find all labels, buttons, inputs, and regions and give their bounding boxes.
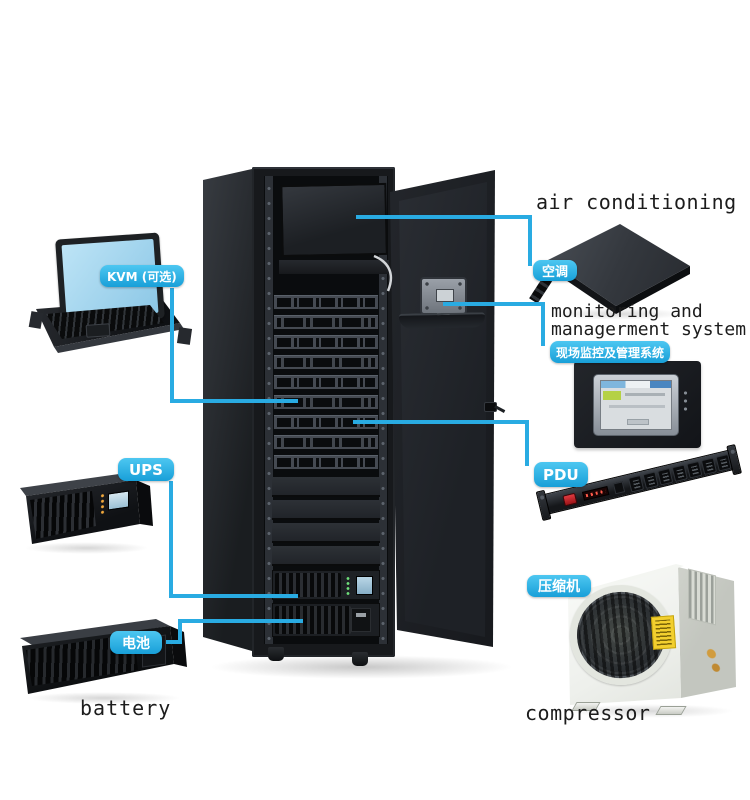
touchscreen-device: [574, 361, 701, 448]
battery-device: [16, 612, 201, 707]
compressor-foot: [655, 706, 687, 715]
door-handle: [484, 402, 497, 412]
pdu-outlet: [700, 457, 718, 476]
door-monitor-device: [420, 277, 467, 323]
rack-server-row: [274, 415, 378, 429]
ups-shadow: [24, 542, 149, 554]
rack-ups-leds: [345, 576, 351, 596]
touchscreen-dialog-button: [627, 419, 649, 425]
pdu-label: PDU: [534, 462, 588, 487]
rack-blank-panel: [272, 500, 380, 520]
battery-shadow: [26, 692, 181, 704]
kvm-mount-ear-right: [176, 327, 193, 345]
battery-caption: battery: [80, 696, 172, 720]
rack-server-row: [274, 455, 378, 469]
pdu-outlet: [686, 460, 703, 479]
server-rack: [195, 163, 525, 683]
rack-server-row: [274, 315, 378, 329]
door-monitor-screen: [436, 289, 454, 302]
rack-foot: [352, 652, 368, 666]
rack-battery-panel: [351, 608, 371, 632]
touchscreen-content-line: [609, 405, 665, 408]
pdu-breaker: [612, 481, 626, 495]
compressor-side-vents: [688, 568, 716, 626]
rack-interior: [264, 176, 389, 644]
pdu-outlet: [627, 474, 645, 493]
kvm-label: KVM (可选): [100, 265, 184, 287]
pdu-mount-ear-right: [726, 444, 743, 476]
monitoring-caption-line2: managerment system: [551, 319, 747, 340]
compressor-label-cn: 压缩机: [527, 575, 591, 597]
rack-server-row: [274, 395, 378, 409]
rack-ac-unit-base: [279, 260, 389, 274]
touchscreen-side-keys: [683, 389, 688, 415]
pdu-outlet: [657, 467, 674, 486]
rack-blank-panel: [272, 523, 380, 543]
rack-server-row: [274, 295, 378, 309]
monitoring-caption: monitoring and managerment system: [551, 303, 746, 339]
touchscreen-screen: [600, 380, 672, 430]
door-tray: [398, 312, 486, 329]
ups-device: [16, 466, 161, 558]
ups-label: UPS: [118, 458, 174, 481]
pdu-outlet: [642, 471, 659, 490]
pdu-power-switch: [562, 492, 578, 507]
rack-side-panel: [203, 169, 252, 651]
touchscreen-content-line: [625, 393, 665, 396]
touchscreen-frame: [593, 374, 679, 436]
rack-ups-lcd: [356, 576, 373, 595]
rack-blank-panel: [272, 477, 380, 497]
compressor-pipe-fittings: [706, 646, 724, 676]
ups-lcd: [108, 490, 129, 511]
kvm-mount-ear-left: [28, 311, 44, 329]
air-conditioner-shadow: [550, 308, 685, 320]
ups-leds: [100, 492, 105, 516]
rack-server-row: [274, 375, 378, 389]
rack-ups-unit: [272, 570, 380, 600]
pdu-mount-ear-left: [535, 489, 552, 522]
air-conditioning-label-cn: 空调: [533, 260, 578, 281]
air-conditioning-caption: air conditioning: [536, 190, 737, 214]
rack-foot: [268, 647, 284, 661]
rack-server-row: [274, 435, 378, 449]
rack-server-row: [274, 355, 378, 369]
rack-rail-right: [379, 176, 387, 644]
compressor-caption: compressor: [525, 701, 651, 725]
pdu-digital-display: [581, 485, 610, 501]
compressor-warning-sticker: [650, 615, 677, 650]
kvm-console: [28, 232, 196, 358]
rack-server-row: [274, 335, 378, 349]
touchscreen-titlebar: [601, 381, 671, 388]
ups-side-face: [136, 480, 153, 526]
rack-blank-panel: [272, 546, 380, 566]
monitoring-label-cn: 现场监控及管理系统: [550, 341, 671, 363]
rack-rail-left: [265, 176, 273, 644]
battery-label-cn: 电池: [110, 631, 162, 654]
rack-ac-unit: [280, 182, 388, 258]
pdu-outlet: [671, 464, 688, 483]
rack-battery-unit: [272, 603, 380, 637]
kvm-touchpad: [85, 323, 111, 338]
compressor-shadow: [566, 704, 734, 718]
monitoring-caption-line1: monitoring and: [551, 301, 703, 322]
touchscreen-green-button: [603, 391, 621, 400]
